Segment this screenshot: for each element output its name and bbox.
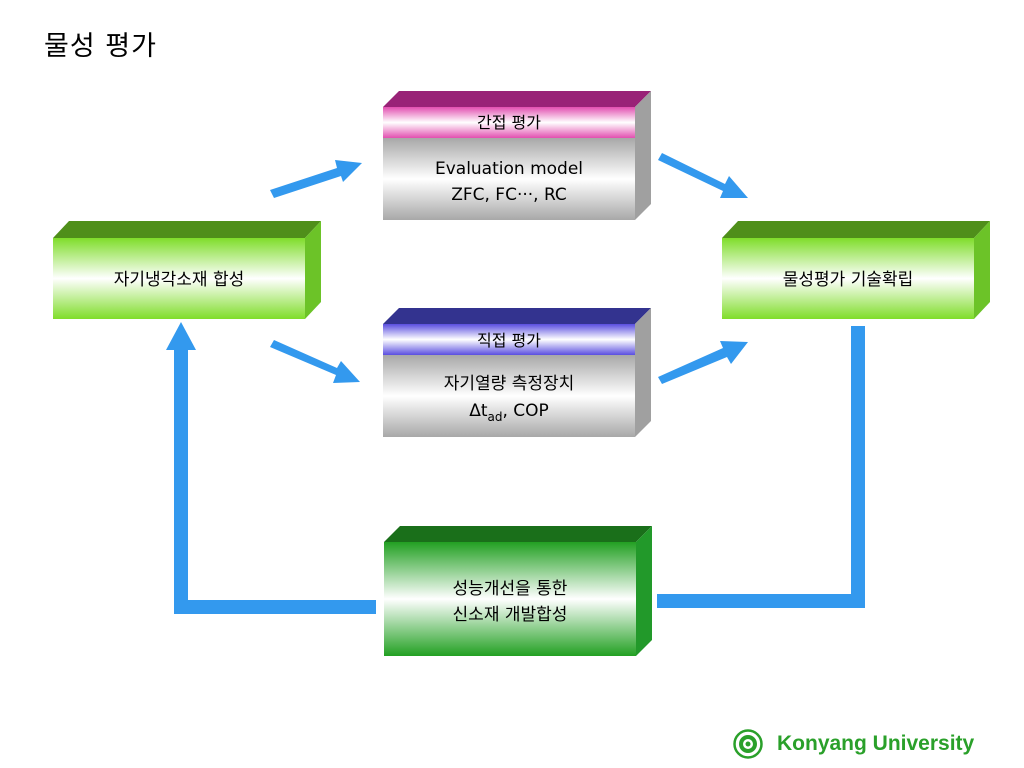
synthesis-box: 자기냉각소재 합성 — [53, 221, 321, 319]
indirect-eval-header: 간접 평가 — [477, 113, 541, 132]
page-title: 물성 평가 — [44, 31, 157, 62]
direct-eval-header: 직접 평가 — [477, 331, 541, 350]
delta-t-subscript: ad — [488, 410, 503, 424]
arrow-synthesis-to-direct — [270, 340, 360, 383]
establish-box: 물성평가 기술확립 — [722, 221, 990, 319]
synthesis-label: 자기냉각소재 합성 — [114, 270, 245, 290]
direct-eval-box: 직접 평가 자기열량 측정장치 Δtad, COP — [383, 308, 651, 437]
arrow-synthesis-to-indirect — [270, 160, 362, 198]
arrow-indirect-to-establish — [658, 153, 748, 198]
direct-eval-line1: 자기열량 측정장치 — [444, 374, 575, 394]
university-name: Konyang University — [777, 732, 975, 755]
indirect-eval-box: 간접 평가 Evaluation model ZFC, FC···, RC — [383, 91, 651, 220]
delta-t-symbol: Δt — [469, 401, 488, 421]
university-seal-icon — [733, 729, 763, 759]
improve-line2: 신소재 개발합성 — [453, 605, 568, 625]
connector-arrows — [166, 153, 865, 614]
improve-line1: 성능개선을 통한 — [453, 579, 568, 599]
establish-label: 물성평가 기술확립 — [783, 270, 914, 290]
arrow-improve-to-synthesis — [166, 322, 376, 614]
direct-eval-line2: Δtad, COP — [469, 401, 549, 424]
indirect-eval-line2: ZFC, FC···, RC — [451, 185, 567, 205]
improve-box: 성능개선을 통한 신소재 개발합성 — [384, 526, 652, 656]
arrow-direct-to-establish — [658, 341, 748, 384]
cop-text: , COP — [502, 401, 548, 421]
footer: Konyang University — [733, 728, 974, 760]
indirect-eval-line1: Evaluation model — [435, 159, 583, 179]
